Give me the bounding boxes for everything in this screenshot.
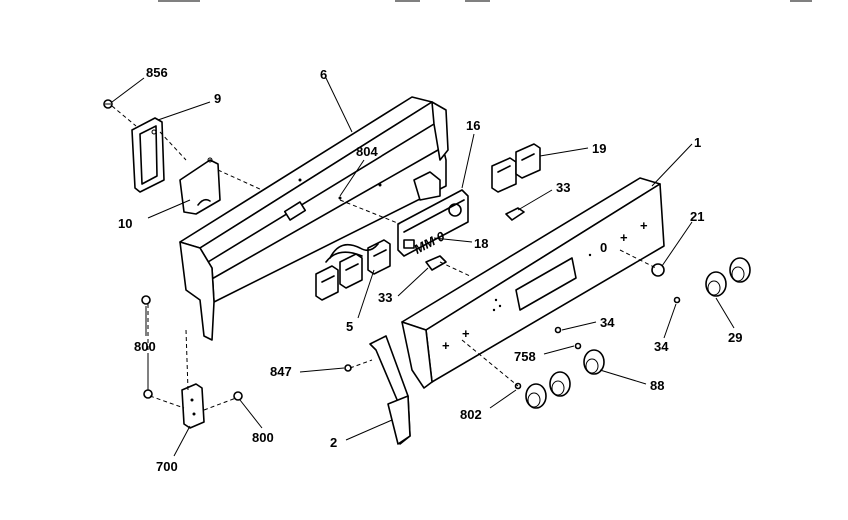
label-856: 856 bbox=[146, 65, 168, 80]
label-88: 88 bbox=[650, 378, 664, 393]
label-700: 700 bbox=[156, 459, 178, 474]
label-33-upper: 33 bbox=[556, 180, 570, 195]
label-9: 9 bbox=[214, 91, 221, 106]
label-847: 847 bbox=[270, 364, 292, 379]
label-2: 2 bbox=[330, 435, 337, 450]
label-802: 802 bbox=[460, 407, 482, 422]
label-1: 1 bbox=[694, 135, 701, 150]
part-labels: 856 9 6 16 804 19 1 33 10 18 21 33 5 800… bbox=[118, 65, 742, 474]
back-panel-6 bbox=[179, 96, 449, 341]
svg-text:+: + bbox=[442, 338, 450, 353]
screw-34-a bbox=[554, 326, 562, 334]
label-21: 21 bbox=[690, 209, 704, 224]
label-804: 804 bbox=[356, 144, 378, 159]
bracket-10 bbox=[179, 157, 221, 215]
clip-33-lower bbox=[425, 255, 447, 271]
label-10: 10 bbox=[118, 216, 132, 231]
switch-19 bbox=[491, 143, 541, 193]
leader-lines bbox=[111, 77, 735, 457]
label-34-a: 34 bbox=[600, 315, 615, 330]
screw-34-b bbox=[673, 296, 681, 304]
svg-text:+: + bbox=[640, 218, 648, 233]
svg-text:+: + bbox=[462, 326, 470, 341]
label-16: 16 bbox=[466, 118, 480, 133]
bracket-9 bbox=[131, 117, 165, 193]
label-34-b: 34 bbox=[654, 339, 669, 354]
screw-856 bbox=[103, 99, 113, 109]
label-29: 29 bbox=[728, 330, 742, 345]
label-758: 758 bbox=[514, 349, 536, 364]
label-800-upper: 800 bbox=[134, 339, 156, 354]
bracket-700 bbox=[181, 383, 205, 429]
label-5: 5 bbox=[346, 319, 353, 334]
screw-800-right bbox=[233, 391, 243, 401]
label-6: 6 bbox=[320, 67, 327, 82]
console-panel-1: + + + + 0 bbox=[401, 177, 665, 389]
label-19: 19 bbox=[592, 141, 606, 156]
svg-text:+: + bbox=[620, 230, 628, 245]
knob-88 bbox=[525, 349, 605, 409]
knob-29 bbox=[705, 257, 751, 297]
label-800-lower: 800 bbox=[252, 430, 274, 445]
clip-33-upper bbox=[505, 207, 525, 221]
screw-800-top bbox=[141, 295, 151, 305]
screw-758 bbox=[574, 342, 582, 350]
side-trim-2 bbox=[369, 335, 411, 445]
switch-assembly-5 bbox=[315, 239, 391, 301]
svg-text:0: 0 bbox=[600, 240, 607, 255]
label-18: 18 bbox=[474, 236, 488, 251]
label-33-lower: 33 bbox=[378, 290, 392, 305]
